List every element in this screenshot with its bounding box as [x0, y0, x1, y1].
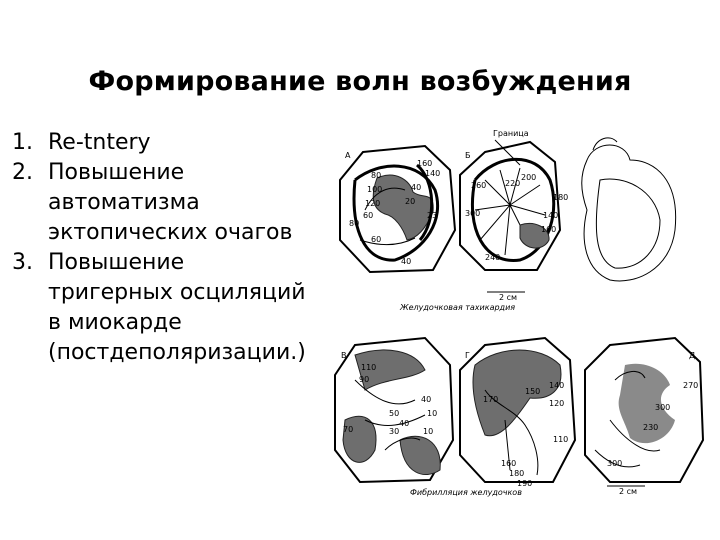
map-b-value: 240: [485, 253, 500, 262]
map-v-value: 70: [343, 425, 353, 434]
slide-title: Формирование волн возбуждения: [88, 66, 632, 97]
caption-ventricular-fibrillation: Фибрилляция желудочков: [410, 488, 522, 497]
map-a-value: 40: [401, 257, 411, 266]
map-d-value: 230: [643, 423, 658, 432]
map-v-value: 10: [423, 427, 433, 436]
map-a: А 160 140 80 100 120 40 20 23 60 80 60 4…: [339, 144, 457, 274]
activation-maps-figure: А 160 140 80 100 120 40 20 23 60 80 60 4…: [325, 120, 710, 510]
map-v-value: 30: [389, 427, 399, 436]
map-g-value: 140: [549, 381, 564, 390]
map-a-value: 120: [365, 199, 380, 208]
panel-label-a: А: [345, 151, 351, 160]
map-d-value: 300: [607, 459, 622, 468]
map-b-value: 140: [543, 211, 558, 220]
map-a-value: 160: [417, 159, 432, 168]
map-a-value: 23: [427, 211, 437, 220]
map-v-value: 40: [399, 419, 409, 428]
panel-label-d: Д: [689, 351, 695, 360]
map-a-value: 60: [371, 235, 381, 244]
map-v-value: 90: [359, 375, 369, 384]
map-a-value: 20: [405, 197, 415, 206]
list-item-text: Повышение автоматизма эктопических очаго…: [48, 160, 293, 245]
list-item: 3. Повышение тригерных осциляций в миока…: [12, 248, 312, 368]
panel-label-g: Г: [465, 351, 470, 360]
map-g-value: 180: [509, 469, 524, 478]
list-item: 2. Повышение автоматизма эктопических оч…: [12, 158, 312, 248]
map-b-value: 260: [471, 181, 486, 190]
scale-label-top: 2 см: [499, 293, 517, 302]
map-g-value: 150: [525, 387, 540, 396]
boundary-callout: Граница: [493, 129, 529, 138]
list-item-number: 2.: [12, 160, 33, 185]
map-d-value: 300: [655, 403, 670, 412]
scale-label-bottom: 2 см: [619, 487, 637, 496]
map-b-value: 160: [541, 225, 556, 234]
map-b: Граница Б 260 220 200 180 300 140 160 24…: [459, 129, 568, 271]
panel-label-b: Б: [465, 151, 471, 160]
map-g-value: 190: [517, 479, 532, 488]
map-v: В 110 90 40 10 70 50 40 30 10: [334, 336, 455, 484]
map-g-value: 120: [549, 399, 564, 408]
map-b-value: 180: [553, 193, 568, 202]
map-a-value: 80: [371, 171, 381, 180]
map-a-value: 80: [349, 219, 359, 228]
map-b-value: 200: [521, 173, 536, 182]
list-item-number: 3.: [12, 250, 33, 275]
map-v-value: 40: [421, 395, 431, 404]
map-a-value: 60: [363, 211, 373, 220]
list-item-text: Повышение тригерных осциляций в миокарде…: [48, 250, 306, 365]
caption-ventricular-tachycardia: Желудочковая тахикардия: [399, 303, 515, 312]
map-g-value: 110: [553, 435, 568, 444]
map-a-value: 140: [425, 169, 440, 178]
heart-sketch: [581, 137, 677, 282]
map-d: Д 270 300 300 230: [584, 336, 705, 483]
list-item-number: 1.: [12, 130, 33, 155]
map-g-value: 160: [501, 459, 516, 468]
map-d-value: 270: [683, 381, 698, 390]
map-g-value: 170: [483, 395, 498, 404]
map-v-value: 10: [427, 409, 437, 418]
panel-label-v: В: [341, 351, 347, 360]
list-item: 1. Re-tntery: [12, 128, 312, 158]
map-v-value: 110: [361, 363, 376, 372]
map-b-value: 220: [505, 179, 520, 188]
list-item-text: Re-tntery: [48, 130, 151, 155]
map-a-value: 100: [367, 185, 382, 194]
map-v-value: 50: [389, 409, 399, 418]
activation-maps-drawing: А 160 140 80 100 120 40 20 23 60 80 60 4…: [334, 129, 705, 497]
map-b-value: 300: [465, 209, 480, 218]
mechanism-list: 1. Re-tntery 2. Повышение автоматизма эк…: [12, 128, 312, 368]
map-a-value: 40: [411, 183, 421, 192]
map-g: Г 170 150 140 120 110 160 180 190: [459, 336, 577, 488]
